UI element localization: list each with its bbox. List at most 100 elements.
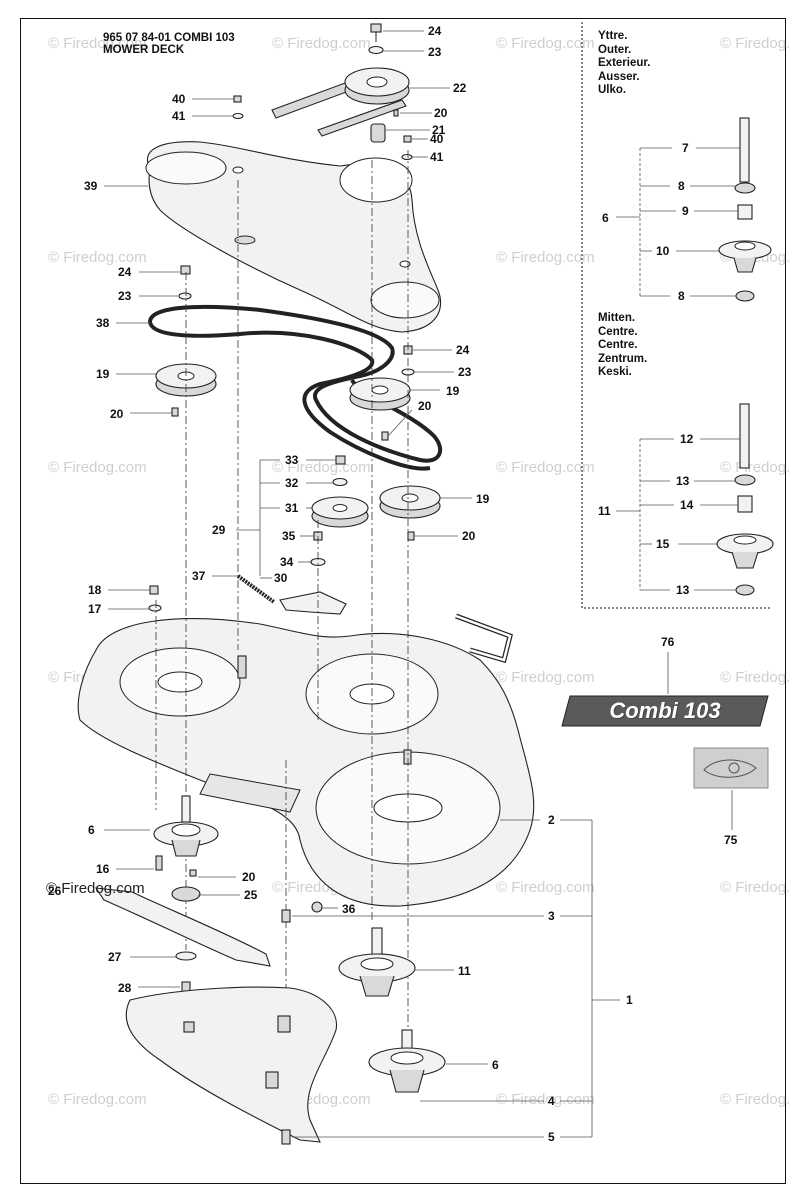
callout: 15 [656,537,670,551]
centre-label: Centre. [598,339,638,351]
watermark: © Firedog.com [496,35,595,52]
callout: 1 [626,993,633,1007]
callout: 5 [548,1130,555,1144]
callout: 14 [680,498,694,512]
leader-lines [104,30,740,1138]
watermark: © Firedog.com [720,1091,790,1108]
callout: 20 [462,529,476,543]
callout: 10 [656,244,670,258]
watermark: © Firedog.com [48,35,147,52]
page-title: MOWER DECK [103,44,185,56]
callout: 4 [548,1094,555,1108]
callout: 40 [172,92,186,106]
callout: 31 [285,501,299,515]
callout: 29 [212,523,226,537]
outer-label: Exterieur. [598,57,651,69]
centre-labels: Mitten. Centre. Centre. Zentrum. Keski. [598,312,647,380]
model-badge-text: Combi 103 [609,698,721,723]
callout: 9 [682,204,689,218]
spindle-centre [338,927,416,997]
callout: 13 [676,583,690,597]
watermark: © Firedog.com [496,459,595,476]
watermark: © Firedog.com [496,879,595,896]
outer-label: Ulko. [598,84,627,96]
callout: 41 [430,150,444,164]
footer-watermark: © Firedog.com [46,880,145,897]
watermark: © Firedog.com [720,459,790,476]
callout: 28 [118,981,132,995]
callout: 30 [274,571,288,585]
callout: 11 [598,504,611,518]
centre-label: Centre. [598,325,638,338]
callout: 20 [242,870,256,884]
callout: 19 [476,492,490,506]
outer-label: Outer. [598,43,632,56]
callout: 17 [88,602,102,616]
callout: 36 [342,902,356,916]
callout: 35 [282,529,296,543]
callout: 16 [96,862,110,876]
washer [175,951,197,961]
callout: 8 [678,179,685,193]
callout: 22 [453,81,467,95]
drive-belt [148,304,443,471]
callout: 20 [110,407,124,421]
idler-assembly [236,455,369,615]
callout: 24 [456,343,470,357]
watermark: © Firedog.com [496,669,595,686]
callout: 24 [428,24,442,38]
watermark: © Firedog.com [720,35,790,52]
callout: 33 [285,453,299,467]
callout: 25 [244,888,258,902]
inset-outer-spindle [718,117,772,302]
pulley-right-upper [349,345,415,441]
belt-routing-decal [693,747,769,789]
callout: 19 [96,367,110,381]
model-badge-bg [561,695,769,727]
watermark: © Firedog.com [272,35,371,52]
outer-labels: Yttre. Outer. Exterieur. Ausser. Ulko. [598,30,650,98]
callout: 6 [88,823,95,837]
callout: 6 [602,211,609,225]
callout: 21 [432,123,446,137]
bolt [180,265,191,275]
mower-deck [77,613,535,907]
washer [148,604,162,612]
watermark: © Firedog.com [48,459,147,476]
part-number: 965 07 84-01 COMBI 103 [103,32,235,44]
callout: 19 [446,384,460,398]
callout: 2 [548,813,555,827]
watermark: © Firedog.com [496,1091,595,1108]
watermark: © Firedog.com [496,249,595,266]
bolt [281,909,291,923]
outer-label: Ausser. [598,70,640,83]
callout: 27 [108,950,122,964]
callout: 23 [428,45,442,59]
watermark: © Firedog.com [48,1091,147,1108]
callout: 8 [678,289,685,303]
centre-label: Mitten. [598,312,636,324]
callout: 24 [118,265,132,279]
spindle-right [368,1029,446,1093]
nut [149,585,159,595]
watermark: © Firedog.com [720,879,790,896]
callout: 12 [680,432,694,446]
callout: 20 [418,399,432,413]
discharge-chute [125,986,338,1145]
centre-label: Zentrum. [598,352,648,365]
inset-border [581,22,772,609]
pulley-right-lower [379,485,441,541]
callout: 41 [172,109,186,123]
callout-labels: 24 23 22 40 41 20 21 40 41 39 24 23 38 2… [48,24,738,1144]
callout: 39 [84,179,98,193]
callout: 37 [192,569,206,583]
callout: 18 [88,583,102,597]
nut [311,901,323,913]
blade [94,887,271,967]
callout: 26 [48,884,62,898]
callout: 23 [458,365,472,379]
callout: 76 [661,635,675,649]
callout: 7 [682,141,689,155]
callout: 34 [280,555,294,569]
